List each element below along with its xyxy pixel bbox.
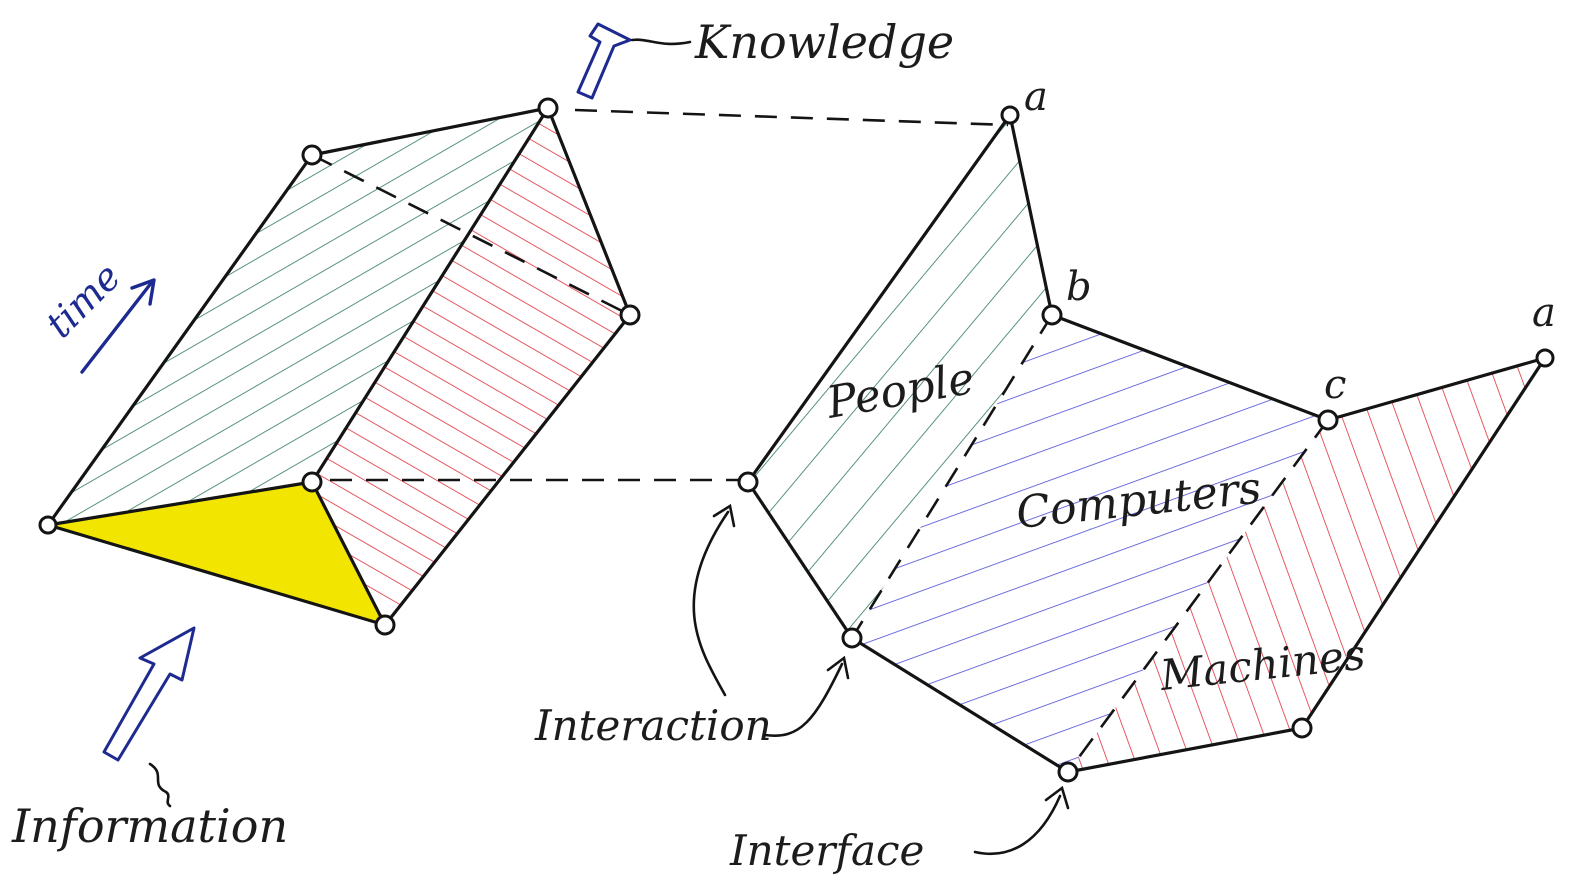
information-label: Information: [11, 799, 288, 853]
knowledge-arrow-icon: [578, 24, 630, 98]
information-arrow-icon: [104, 628, 194, 760]
vertex-label-c: c: [1324, 362, 1346, 408]
vertex-label-a-right: a: [1532, 290, 1556, 336]
unfolded-net: a b c a People Computers Machines Intera…: [534, 74, 1556, 875]
vertex-label-b: b: [1066, 264, 1092, 310]
time-label: time: [37, 254, 129, 346]
interface-label: Interface: [729, 826, 924, 875]
vertex-label-a-top: a: [1024, 74, 1048, 120]
interaction-pointer-left: [694, 512, 728, 695]
interaction-pointer-right: [765, 664, 842, 736]
interaction-label: Interaction: [534, 701, 772, 750]
top-connector-line: [575, 110, 1008, 125]
interface-pointer: [975, 796, 1060, 854]
knowledge-label: Knowledge: [694, 15, 954, 69]
